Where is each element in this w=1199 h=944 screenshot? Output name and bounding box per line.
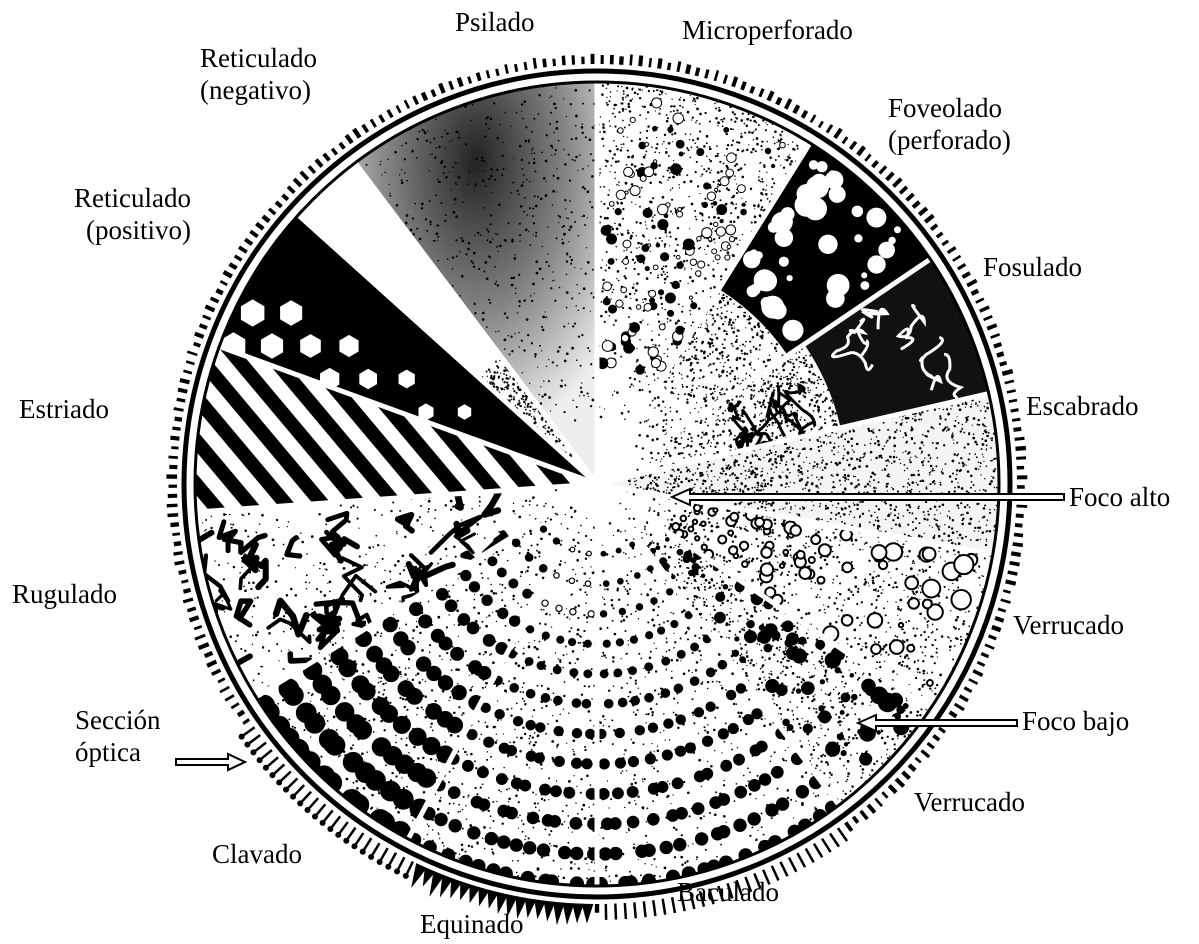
label-verrucado-1: Verrucado [1013,609,1124,641]
label-verrucado-2: Verrucado [914,786,1025,818]
label-baculado: Baculado [677,876,779,908]
label-foveolado: Foveolado (perforado) [888,92,1011,156]
label-clavado: Clavado [212,838,302,870]
label-escabrado: Escabrado [1026,390,1138,422]
label-equinado: Equinado [420,908,523,940]
label-rugulado: Rugulado [12,578,117,610]
label-psilado: Psilado [455,6,535,38]
label-estriado: Estriado [19,393,109,425]
label-foco-bajo: Foco bajo [1022,705,1129,737]
label-seccion-optica: Sección óptica [75,704,160,768]
seccion-optica-arrow [176,754,245,770]
label-microperforado: Microperforado [682,14,853,46]
label-foco-alto: Foco alto [1069,481,1170,513]
label-reticulado-negativo: Reticulado (negativo) [200,42,317,106]
label-reticulado-positivo: Reticulado (positivo) [74,182,191,246]
label-fosulado: Fosulado [983,251,1082,283]
